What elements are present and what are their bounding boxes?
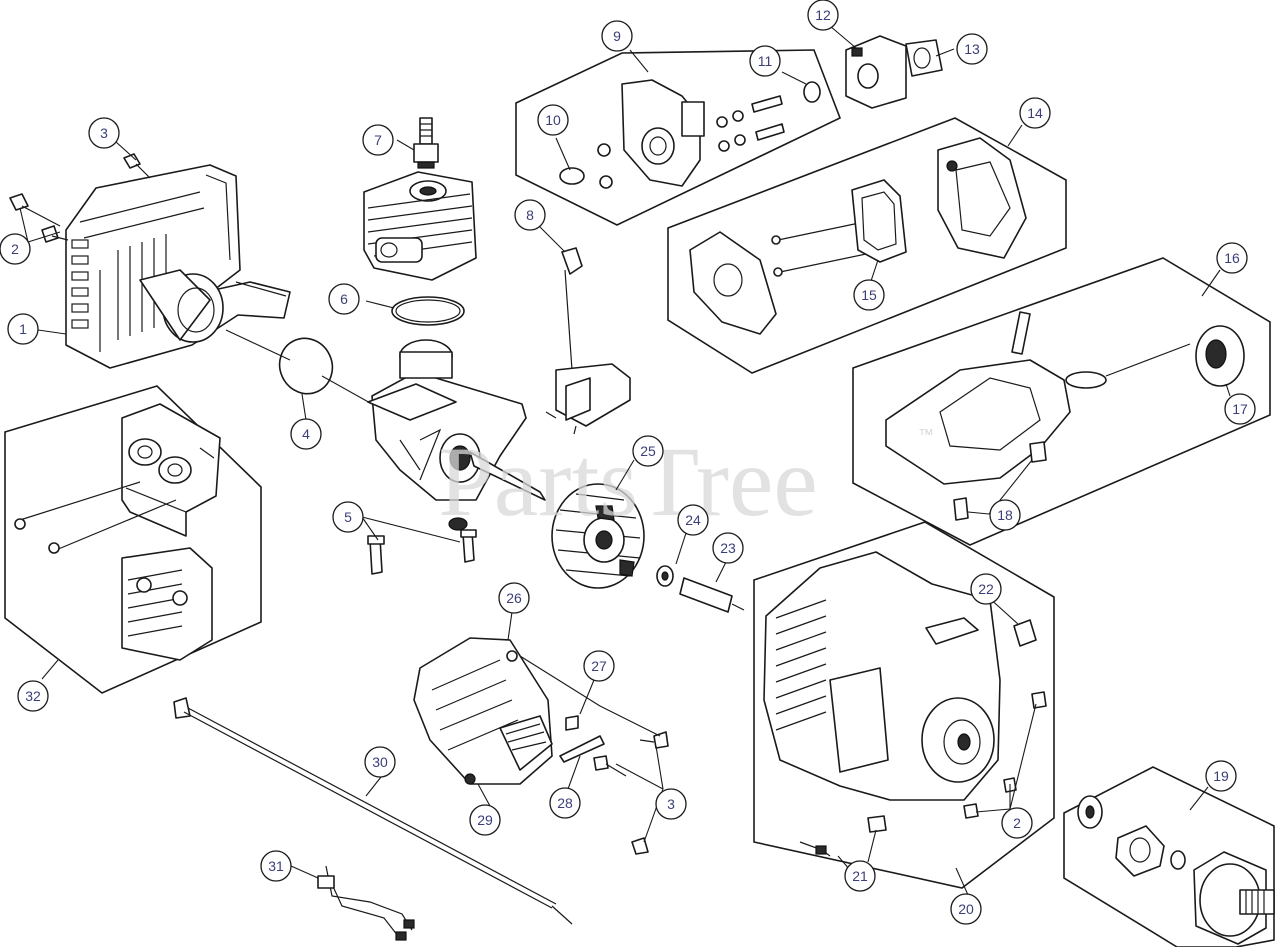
callout-3: 3	[88, 117, 120, 149]
svg-text:27: 27	[591, 658, 607, 674]
svg-text:15: 15	[861, 287, 877, 303]
callout-6: 6	[328, 283, 360, 315]
callout-31: 31	[260, 850, 292, 882]
svg-text:25: 25	[640, 443, 656, 459]
svg-text:14: 14	[1027, 105, 1043, 121]
svg-text:3: 3	[100, 125, 108, 141]
callout-10: 10	[537, 104, 569, 136]
callout-4: 4	[290, 418, 322, 450]
callout-19: 19	[1205, 760, 1237, 792]
callout-3-recoil: 3	[655, 788, 687, 820]
group-box-16	[852, 257, 1271, 546]
svg-text:31: 31	[268, 858, 284, 874]
watermark-text: PartsTree	[438, 426, 818, 537]
svg-text:11: 11	[758, 53, 773, 69]
callout-22: 22	[970, 573, 1002, 605]
fuel-tank-part	[885, 311, 1245, 521]
callout-13: 13	[956, 33, 988, 65]
svg-text:8: 8	[526, 207, 534, 223]
throttle-cable-part	[173, 697, 573, 925]
svg-text:12: 12	[815, 7, 831, 23]
svg-text:10: 10	[545, 112, 561, 128]
svg-text:29: 29	[477, 812, 493, 828]
svg-text:6: 6	[340, 291, 348, 307]
callout-17: 17	[1224, 393, 1256, 425]
engine-shroud-part	[65, 164, 291, 369]
cylinder-part	[363, 171, 477, 281]
o-ring-part	[278, 337, 334, 395]
callout-27: 27	[583, 650, 615, 682]
group-box-14	[667, 117, 1067, 374]
svg-text:21: 21	[852, 868, 868, 884]
callout-7: 7	[362, 124, 394, 156]
svg-text:7: 7	[374, 132, 382, 148]
callout-1: 1	[7, 313, 39, 345]
group-box-19	[1063, 766, 1275, 947]
carburetor-part	[845, 35, 943, 109]
svg-text:22: 22	[978, 581, 994, 597]
flywheel-part	[551, 483, 645, 589]
svg-text:9: 9	[613, 28, 621, 44]
svg-text:4: 4	[302, 426, 310, 442]
svg-text:16: 16	[1224, 250, 1240, 266]
ignition-coil-part	[545, 247, 631, 435]
svg-text:20: 20	[958, 901, 974, 917]
svg-text:17: 17	[1232, 401, 1248, 417]
callout-12: 12	[807, 0, 839, 31]
group-box-9	[515, 49, 842, 226]
svg-text:23: 23	[720, 540, 736, 556]
gasket-ring-part	[391, 296, 465, 326]
callout-32: 32	[17, 680, 49, 712]
svg-text:24: 24	[685, 512, 701, 528]
clutch-part	[1077, 795, 1275, 945]
spark-plug-part	[413, 117, 439, 169]
group-box-32	[4, 385, 262, 694]
recoil-hardware-part	[559, 715, 669, 855]
air-filter-part	[689, 137, 1027, 335]
callout-23: 23	[712, 532, 744, 564]
svg-text:2: 2	[1013, 815, 1021, 831]
svg-text:32: 32	[25, 688, 41, 704]
callout-9: 9	[601, 20, 633, 52]
watermark-trademark: ™	[918, 427, 934, 444]
svg-text:3: 3	[667, 796, 675, 812]
callout-15: 15	[853, 279, 885, 311]
wiring-harness-part	[317, 865, 415, 941]
group-box-20	[753, 521, 1055, 889]
callout-25: 25	[632, 435, 664, 467]
recoil-housing-part	[413, 637, 553, 785]
shroud-screws-part	[9, 153, 151, 243]
callout-14: 14	[1019, 97, 1051, 129]
svg-text:18: 18	[997, 507, 1013, 523]
intake-adapter-part	[559, 79, 821, 189]
svg-text:5: 5	[344, 509, 352, 525]
callout-2: 2	[0, 233, 31, 265]
pin-part	[679, 577, 733, 613]
callout-18: 18	[989, 499, 1021, 531]
svg-text:30: 30	[372, 754, 388, 770]
callout-8: 8	[514, 199, 546, 231]
callout-21: 21	[844, 860, 876, 892]
callout-20: 20	[950, 893, 982, 925]
callout-24: 24	[677, 504, 709, 536]
engine-housing-part	[763, 551, 1047, 857]
callout-2-housing: 2	[1001, 807, 1033, 839]
callout-16: 16	[1216, 242, 1248, 274]
svg-text:1: 1	[19, 321, 27, 337]
callout-26: 26	[498, 582, 530, 614]
callout-5: 5	[332, 501, 364, 533]
svg-text:13: 13	[964, 41, 980, 57]
svg-text:19: 19	[1213, 768, 1229, 784]
crankcase-part	[367, 339, 546, 501]
callout-28: 28	[549, 787, 581, 819]
svg-text:26: 26	[506, 590, 522, 606]
svg-text:28: 28	[557, 795, 573, 811]
muffler-part	[14, 403, 221, 661]
callout-11: 11	[749, 45, 781, 77]
callout-30: 30	[364, 746, 396, 778]
callout-29: 29	[469, 804, 501, 836]
svg-text:2: 2	[11, 241, 19, 257]
